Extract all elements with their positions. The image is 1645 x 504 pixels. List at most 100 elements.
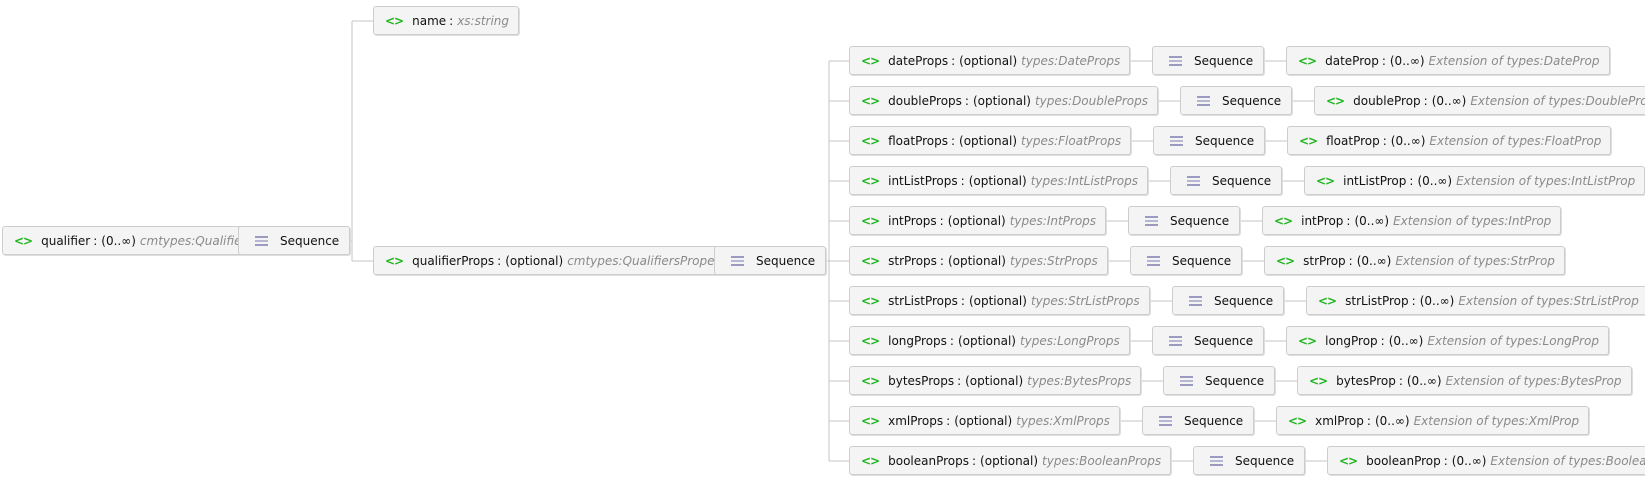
separator: : [957,373,962,388]
separator: : [1381,53,1386,68]
root-element-qualifier[interactable]: <>qualifier:(0..∞)cmtypes:Qualifier [2,226,257,255]
sequence-icon [1170,135,1183,146]
element-longprops[interactable]: <>longProps:(optional)types:LongProps [849,326,1130,355]
element-name: name [412,13,447,28]
element-icon: <> [861,173,880,188]
element-type: Extension of types:IntProp [1393,213,1552,228]
sequence-floatprops[interactable]: Sequence [1153,126,1266,155]
element-strlistprops[interactable]: <>strListProps:(optional)types:StrListPr… [849,286,1150,315]
props-sequence[interactable]: Sequence [714,246,827,275]
element-intprop[interactable]: <>intProp:(0..∞)Extension of types:IntPr… [1262,206,1562,235]
element-icon: <> [1318,293,1337,308]
sequence-icon [1210,455,1223,466]
sequence-label: Sequence [280,233,340,248]
element-name: strProp [1303,253,1346,268]
element-type: types:BooleanProps [1042,453,1162,468]
element-strlistprop[interactable]: <>strListProp:(0..∞)Extension of types:S… [1306,286,1645,315]
element-icon: <> [861,133,880,148]
sequence-label: Sequence [1214,293,1274,308]
sequence-label: Sequence [756,253,816,268]
element-xmlprop[interactable]: <>xmlProp:(0..∞)Extension of types:XmlPr… [1276,406,1590,435]
element-strprop[interactable]: <>strProp:(0..∞)Extension of types:StrPr… [1264,246,1565,275]
cardinality: (optional) [947,213,1006,228]
separator: : [1398,373,1403,388]
element-type: Extension of types:FloatProp [1429,133,1602,148]
sequence-dateprops[interactable]: Sequence [1152,46,1265,75]
separator: : [1348,253,1353,268]
element-intlistprops[interactable]: <>intListProps:(optional)types:IntListPr… [849,166,1148,195]
sequence-doubleprops[interactable]: Sequence [1180,86,1293,115]
element-doubleprop[interactable]: <>doubleProp:(0..∞)Extension of types:Do… [1314,86,1645,115]
element-name: xmlProp [1315,413,1364,428]
sequence-intlistprops[interactable]: Sequence [1170,166,1283,195]
root-sequence[interactable]: Sequence [238,226,351,255]
element-floatprop[interactable]: <>floatProp:(0..∞)Extension of types:Flo… [1287,126,1612,155]
sequence-label: Sequence [1170,213,1230,228]
element-icon: <> [861,93,880,108]
element-intlistprop[interactable]: <>intListProp:(0..∞)Extension of types:I… [1304,166,1645,195]
element-icon: <> [14,233,33,248]
sequence-strprops[interactable]: Sequence [1130,246,1243,275]
element-dateprop[interactable]: <>dateProp:(0..∞)Extension of types:Date… [1286,46,1610,75]
element-name: floatProp [1326,133,1380,148]
element-bytesprops[interactable]: <>bytesProps:(optional)types:BytesProps [849,366,1142,395]
element-xmlprops[interactable]: <>xmlProps:(optional)types:XmlProps [849,406,1120,435]
cardinality: (0..∞) [1388,333,1424,348]
element-type: types:BytesProps [1027,373,1132,388]
element-booleanprops[interactable]: <>booleanProps:(optional)types:BooleanPr… [849,446,1172,475]
element-type: Extension of types:BooleanProp [1490,453,1645,468]
separator: : [939,253,944,268]
sequence-booleanprops[interactable]: Sequence [1193,446,1306,475]
cardinality: (0..∞) [1417,173,1453,188]
element-name: dateProps [888,53,949,68]
cardinality: (0..∞) [1356,253,1392,268]
sequence-bytesprops[interactable]: Sequence [1163,366,1276,395]
element-icon: <> [861,413,880,428]
element-name: doubleProp [1353,93,1421,108]
cardinality: (0..∞) [101,233,136,248]
sequence-label: Sequence [1194,333,1254,348]
element-qualifierprops[interactable]: <>qualifierProps:(optional)cmtypes:Quali… [373,246,752,275]
cardinality: (optional) [968,293,1027,308]
element-name: intProps [888,213,937,228]
element-name: doubleProps [888,93,962,108]
element-type: types:IntListProps [1030,173,1138,188]
element-floatprops[interactable]: <>floatProps:(optional)types:FloatProps [849,126,1132,155]
separator: : [949,333,954,348]
element-name: intProp [1301,213,1344,228]
element-name: floatProps [888,133,948,148]
separator: : [939,213,944,228]
element-name-node[interactable]: <>name:xs:string [373,6,520,35]
cardinality: (0..∞) [1419,293,1455,308]
sequence-strlistprops[interactable]: Sequence [1172,286,1285,315]
separator: : [1366,413,1371,428]
element-icon: <> [1299,133,1318,148]
sequence-label: Sequence [1194,53,1254,68]
element-dateprops[interactable]: <>dateProps:(optional)types:DateProps [849,46,1131,75]
sequence-label: Sequence [1195,133,1255,148]
element-longprop[interactable]: <>longProp:(0..∞)Extension of types:Long… [1286,326,1609,355]
element-name: dateProp [1325,53,1379,68]
cardinality: (optional) [959,53,1018,68]
element-doubleprops[interactable]: <>doubleProps:(optional)types:DoubleProp… [849,86,1158,115]
sequence-label: Sequence [1205,373,1265,388]
separator: : [1443,453,1448,468]
element-strprops[interactable]: <>strProps:(optional)types:StrProps [849,246,1108,275]
sequence-icon [1169,335,1182,346]
sequence-longprops[interactable]: Sequence [1152,326,1265,355]
element-type: Extension of types:BytesProp [1445,373,1622,388]
element-bytesprop[interactable]: <>bytesProp:(0..∞)Extension of types:Byt… [1297,366,1632,395]
separator: : [950,133,956,148]
element-icon: <> [861,373,880,388]
separator: : [960,173,965,188]
sequence-xmlprops[interactable]: Sequence [1142,406,1255,435]
cardinality: (0..∞) [1431,93,1467,108]
element-type: Extension of types:DoubleProp [1470,93,1645,108]
sequence-icon [1147,255,1160,266]
separator: : [1380,333,1385,348]
element-booleanprop[interactable]: <>booleanProp:(0..∞)Extension of types:B… [1327,446,1645,475]
element-icon: <> [1316,173,1335,188]
sequence-intprops[interactable]: Sequence [1128,206,1241,235]
element-intprops[interactable]: <>intProps:(optional)types:IntProps [849,206,1107,235]
element-name: longProp [1325,333,1378,348]
